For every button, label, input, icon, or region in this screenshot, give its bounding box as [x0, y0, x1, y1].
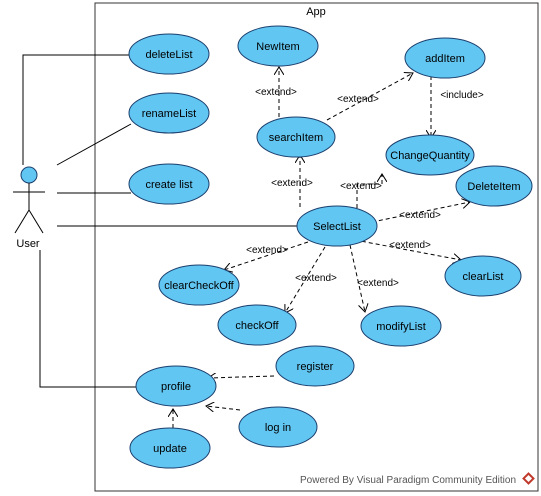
label-extend-checkoff: <extend>	[295, 273, 337, 284]
usecase-clearcheckoff-label: clearCheckOff	[164, 280, 234, 292]
usecase-createlist-label: create list	[145, 179, 192, 191]
usecase-checkoff[interactable]: checkOff	[217, 304, 297, 346]
usecase-deletelist[interactable]: deleteList	[128, 33, 210, 75]
usecase-profile-label: profile	[161, 381, 191, 393]
system-name: App	[306, 6, 326, 18]
usecase-checkoff-label: checkOff	[235, 320, 279, 332]
watermark-text: Powered By Visual Paradigm Community Edi…	[300, 475, 516, 486]
usecase-profile[interactable]: profile	[135, 365, 217, 407]
label-extend-additem: <extend>	[337, 94, 379, 105]
dependencies	[173, 67, 470, 428]
usecase-login[interactable]: log in	[238, 406, 318, 448]
label-extend-clearlist: <extend>	[389, 240, 431, 251]
dep-selectlist-clearlist	[354, 239, 461, 260]
usecase-newitem[interactable]: NewItem	[237, 25, 319, 67]
usecase-deletelist-label: deleteList	[145, 49, 192, 61]
usecase-register-label: register	[297, 361, 334, 373]
usecase-deleteitem-label: DeleteItem	[467, 181, 520, 193]
usecase-register[interactable]: register	[275, 345, 355, 387]
actor-head	[20, 166, 38, 184]
label-include-changequantity: <include>	[440, 90, 484, 101]
usecase-createlist[interactable]: create list	[128, 163, 210, 205]
usecase-selectlist-label: SelectList	[313, 221, 361, 233]
dep-selectlist-clearcheckoff	[224, 241, 309, 270]
label-extend-clearcheckoff: <extend>	[246, 245, 288, 256]
usecase-selectlist[interactable]: SelectList	[296, 205, 378, 247]
actor-left-leg	[14, 209, 30, 234]
actor-name: User	[16, 238, 40, 250]
associations	[22, 54, 298, 388]
stereotype-labels: <extend> <extend> <include> <extend> <ex…	[246, 87, 484, 289]
usecase-searchitem[interactable]: searchItem	[256, 116, 336, 158]
label-extend-newitem: <extend>	[255, 87, 297, 98]
usecase-login-label: log in	[265, 422, 291, 434]
usecase-update-label: update	[153, 443, 187, 455]
label-extend-modifylist: <extend>	[357, 278, 399, 289]
usecase-clearcheckoff[interactable]: clearCheckOff	[158, 264, 240, 306]
usecase-update[interactable]: update	[129, 427, 211, 469]
usecase-changequantity[interactable]: ChangeQuantity	[385, 134, 475, 176]
assoc-renamelist	[56, 123, 132, 166]
usecase-searchitem-label: searchItem	[269, 132, 323, 144]
usecase-renamelist[interactable]: renameList	[128, 92, 210, 134]
usecase-additem-label: addItem	[425, 53, 465, 65]
usecase-renamelist-label: renameList	[142, 108, 196, 120]
dep-selectlist-modifylist	[349, 244, 365, 312]
use-cases: deleteList renameList create list NewIte…	[128, 25, 533, 469]
label-extend-changequantity: <extend>	[340, 181, 382, 192]
usecase-modifylist[interactable]: modifyList	[360, 305, 442, 347]
usecase-modifylist-label: modifyList	[376, 321, 426, 333]
dep-selectlist-changequantity	[356, 174, 382, 208]
usecase-clearlist[interactable]: clearList	[444, 255, 522, 297]
usecase-changequantity-label: ChangeQuantity	[390, 150, 470, 162]
usecase-deleteitem[interactable]: DeleteItem	[455, 165, 533, 207]
dep-selectlist-checkoff	[285, 246, 326, 313]
actor-user[interactable]: User	[13, 166, 45, 250]
label-extend-deleteitem: <extend>	[399, 210, 441, 221]
dep-selectlist-deleteitem	[371, 202, 470, 223]
usecase-additem[interactable]: addItem	[404, 37, 486, 79]
assoc-profile	[39, 250, 136, 388]
dep-login-profile	[206, 406, 241, 410]
dep-searchitem-additem	[326, 73, 413, 121]
actor-right-leg	[28, 209, 44, 234]
usecase-newitem-label: NewItem	[256, 41, 299, 53]
label-extend-searchitem: <extend>	[271, 178, 313, 189]
usecase-clearlist-label: clearList	[463, 271, 504, 283]
system-boundary	[94, 2, 539, 492]
assoc-deletelist	[22, 54, 131, 165]
